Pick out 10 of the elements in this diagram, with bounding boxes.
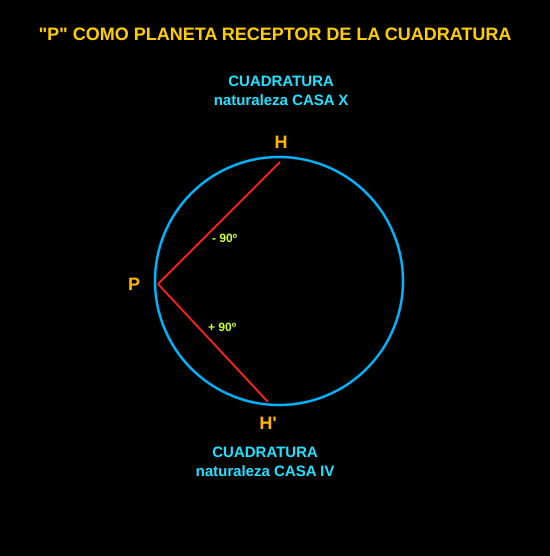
line [157, 283, 269, 403]
point-label: H [274, 132, 288, 153]
point-label: H' [259, 413, 277, 434]
title: "P" COMO PLANETA RECEPTOR DE LA CUADRATURA [38, 24, 512, 45]
edge-label: + 90º [208, 320, 236, 334]
line [157, 161, 281, 285]
house-caption: CUADRATURA naturaleza CASA X [212, 72, 350, 110]
edge-label: - 90º [212, 231, 238, 245]
point-label: P [128, 274, 140, 294]
house-caption: CUADRATURA naturaleza CASA IV [194, 443, 336, 481]
